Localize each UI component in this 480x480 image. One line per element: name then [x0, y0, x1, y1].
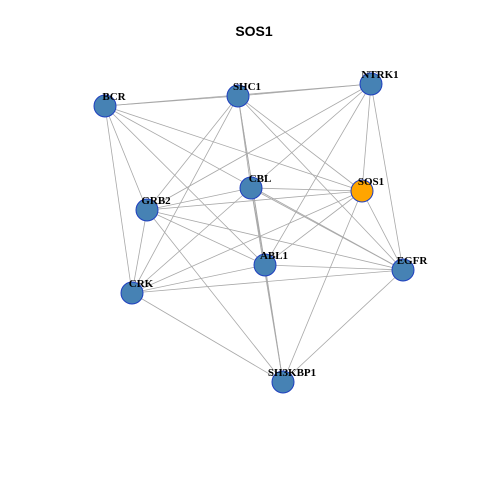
edge-shc1-ntrk1 — [237, 83, 372, 97]
edge-sos1-abl1 — [264, 190, 363, 266]
node-sh3kbp1[interactable]: SH3KBP1 — [268, 367, 316, 394]
node-circle[interactable] — [135, 198, 159, 222]
edge-cbl-crk — [131, 187, 252, 294]
edge-abl1-crk — [131, 264, 266, 294]
edge-grb2-egfr — [146, 209, 404, 271]
node-label: NTRK1 — [361, 69, 398, 81]
edge-ntrk1-abl1 — [264, 83, 372, 266]
edge-grb2-sh3kbp1 — [146, 209, 284, 383]
node-ntrk1[interactable]: NTRK1 — [359, 69, 399, 96]
edge-ntrk1-sos1 — [361, 83, 372, 192]
edge-shc1-crk — [131, 95, 239, 294]
node-label: SOS1 — [358, 176, 384, 188]
edge-grb2-crk — [131, 209, 148, 294]
node-circle[interactable] — [350, 179, 374, 203]
edge-cbl-egfr — [250, 187, 404, 271]
node-sos1[interactable]: SOS1 — [350, 176, 384, 203]
edge-cbl-sos1 — [250, 187, 363, 192]
edge-bcr-crk — [104, 105, 133, 294]
edge-crk-egfr — [131, 269, 404, 294]
edge-bcr-grb2 — [104, 105, 148, 211]
node-bcr[interactable]: BCR — [93, 91, 127, 118]
node-label: SH3KBP1 — [268, 367, 316, 379]
edge-abl1-egfr — [264, 264, 404, 271]
node-label: SHC1 — [233, 81, 261, 93]
graph-title: SOS1 — [235, 23, 273, 39]
node-label: GRB2 — [141, 195, 171, 207]
edge-shc1-egfr — [237, 95, 404, 271]
edge-cbl-grb2 — [146, 187, 252, 211]
edge-egfr-sh3kbp1 — [282, 269, 404, 383]
node-label: ABL1 — [260, 250, 288, 262]
node-circle[interactable] — [253, 253, 277, 277]
edge-bcr-sos1 — [104, 105, 363, 192]
edge-sos1-sh3kbp1 — [282, 190, 363, 383]
node-grb2[interactable]: GRB2 — [135, 195, 171, 222]
edge-grb2-abl1 — [146, 209, 266, 266]
node-label: EGFR — [397, 255, 429, 267]
node-label: BCR — [102, 91, 126, 103]
edge-sos1-crk — [131, 190, 363, 294]
node-shc1[interactable]: SHC1 — [226, 81, 261, 108]
node-circle[interactable] — [271, 370, 295, 394]
edge-ntrk1-egfr — [370, 83, 404, 271]
node-circle[interactable] — [120, 281, 144, 305]
node-circle[interactable] — [93, 94, 117, 118]
edges-layer — [104, 83, 404, 383]
node-egfr[interactable]: EGFR — [391, 255, 429, 282]
node-label: CRK — [129, 278, 154, 290]
edge-ntrk1-cbl — [250, 83, 372, 189]
node-cbl[interactable]: CBL — [239, 173, 272, 200]
node-circle[interactable] — [226, 84, 250, 108]
edge-abl1-sh3kbp1 — [264, 264, 284, 383]
edge-sos1-grb2 — [146, 190, 363, 211]
edge-sos1-egfr — [361, 190, 404, 271]
node-abl1[interactable]: ABL1 — [253, 250, 288, 277]
node-circle[interactable] — [239, 176, 263, 200]
node-circle[interactable] — [391, 258, 415, 282]
node-label: CBL — [249, 173, 272, 185]
edge-crk-sh3kbp1 — [131, 292, 284, 383]
node-crk[interactable]: CRK — [120, 278, 154, 305]
edge-shc1-grb2 — [146, 95, 239, 211]
edge-ntrk1-grb2 — [146, 83, 372, 211]
node-circle[interactable] — [359, 72, 383, 96]
edge-bcr-abl1 — [104, 105, 266, 266]
edge-shc1-sos1 — [237, 95, 363, 192]
